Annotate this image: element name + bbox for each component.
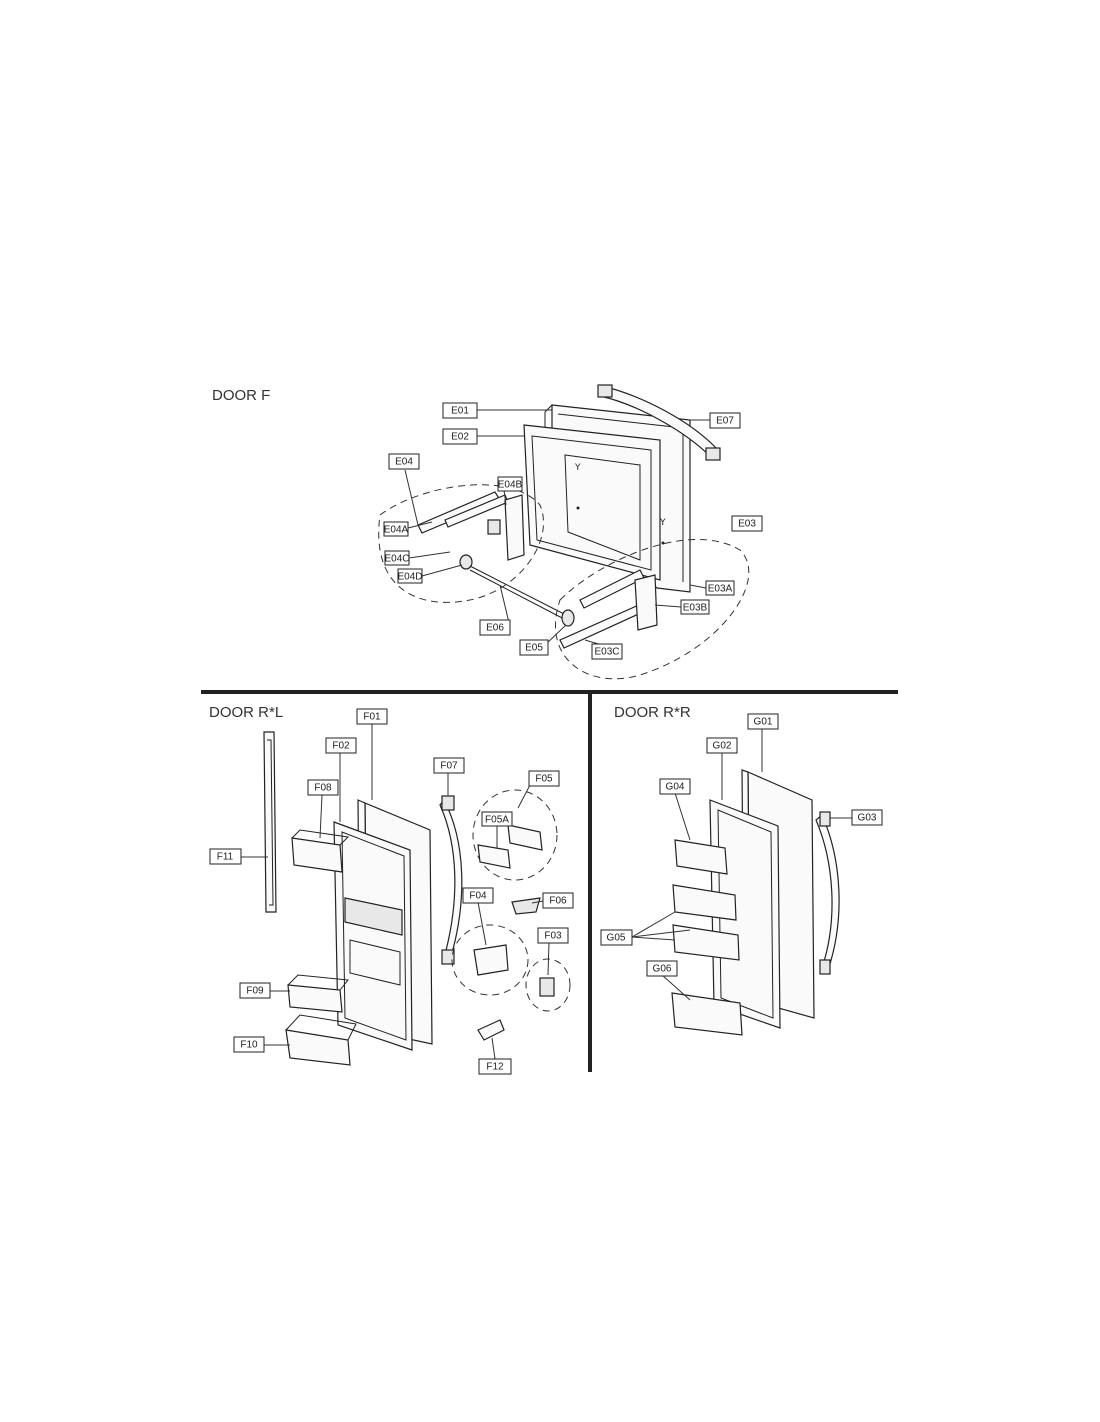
door-rr-illustration	[671, 769, 840, 1036]
door-f-illustration: Y Y	[378, 384, 750, 680]
label-g02: G02	[706, 737, 738, 754]
section-title-door-rl: DOOR R*L	[209, 704, 283, 721]
svg-text:F09: F09	[246, 986, 264, 997]
svg-text:E03: E03	[738, 519, 756, 530]
label-g04: G04	[659, 778, 691, 795]
svg-text:F05: F05	[535, 774, 553, 785]
label-f09: F09	[239, 982, 271, 999]
label-e03a: E03A	[705, 580, 735, 596]
label-g05: G05	[600, 929, 633, 946]
svg-text:F07: F07	[440, 761, 458, 772]
svg-text:E05: E05	[525, 643, 543, 654]
label-f07: F07	[433, 757, 465, 774]
label-e04: E04	[388, 453, 420, 470]
svg-text:E03C: E03C	[594, 647, 619, 658]
svg-text:F06: F06	[549, 896, 567, 907]
svg-text:G03: G03	[858, 813, 877, 824]
svg-text:E03A: E03A	[708, 584, 733, 595]
svg-text:E04C: E04C	[384, 554, 409, 565]
svg-text:F10: F10	[240, 1040, 258, 1051]
svg-text:F11: F11	[217, 852, 234, 863]
label-e04d: E04D	[397, 568, 423, 584]
svg-text:E04B: E04B	[498, 480, 523, 491]
svg-text:F12: F12	[486, 1062, 504, 1073]
svg-text:G05: G05	[607, 933, 626, 944]
svg-text:G01: G01	[754, 717, 773, 728]
svg-text:G04: G04	[666, 782, 685, 793]
label-f03: F03	[537, 927, 569, 944]
label-e03c: E03C	[591, 643, 623, 660]
svg-text:Y: Y	[659, 518, 666, 528]
label-g03: G03	[851, 809, 883, 826]
label-f04: F04	[462, 887, 494, 904]
svg-text:F05A: F05A	[485, 815, 509, 826]
svg-text:E04D: E04D	[397, 572, 422, 583]
svg-text:E01: E01	[451, 406, 469, 417]
label-f01: F01	[356, 708, 388, 725]
label-e06: E06	[479, 619, 511, 636]
leader-lines	[241, 409, 852, 1060]
svg-text:G06: G06	[653, 964, 672, 975]
label-e01: E01	[442, 402, 478, 419]
label-f11: F11	[209, 848, 242, 865]
label-f08: F08	[307, 779, 339, 796]
section-title-door-f: DOOR F	[212, 387, 270, 404]
svg-text:F02: F02	[332, 741, 350, 752]
svg-text:G02: G02	[713, 741, 732, 752]
svg-text:E06: E06	[486, 623, 504, 634]
label-e05: E05	[519, 639, 549, 656]
svg-text:E03B: E03B	[683, 603, 708, 614]
label-f05a: F05A	[481, 811, 513, 827]
label-f12: F12	[478, 1058, 512, 1075]
label-e03: E03	[731, 515, 763, 532]
svg-text:F04: F04	[469, 891, 487, 902]
svg-text:Y: Y	[574, 463, 581, 473]
label-f06: F06	[542, 892, 574, 909]
svg-text:F03: F03	[544, 931, 562, 942]
label-f02: F02	[325, 737, 357, 754]
label-g01: G01	[747, 713, 779, 730]
door-rl-illustration	[263, 731, 571, 1066]
svg-text:E04: E04	[395, 457, 413, 468]
label-e03b: E03B	[680, 599, 710, 615]
label-e04c: E04C	[384, 550, 410, 566]
label-f10: F10	[233, 1036, 265, 1053]
svg-text:E07: E07	[716, 416, 734, 427]
svg-text:F01: F01	[363, 712, 381, 723]
svg-text:F08: F08	[314, 783, 332, 794]
svg-text:E04A: E04A	[384, 525, 409, 536]
label-g06: G06	[646, 960, 678, 977]
label-e04b: E04B	[497, 476, 523, 492]
svg-text:E02: E02	[451, 432, 469, 443]
label-e04a: E04A	[383, 521, 409, 537]
label-e02: E02	[442, 428, 478, 445]
label-f05: F05	[528, 770, 560, 787]
label-e07: E07	[709, 412, 741, 429]
section-title-door-rr: DOOR R*R	[614, 704, 691, 721]
